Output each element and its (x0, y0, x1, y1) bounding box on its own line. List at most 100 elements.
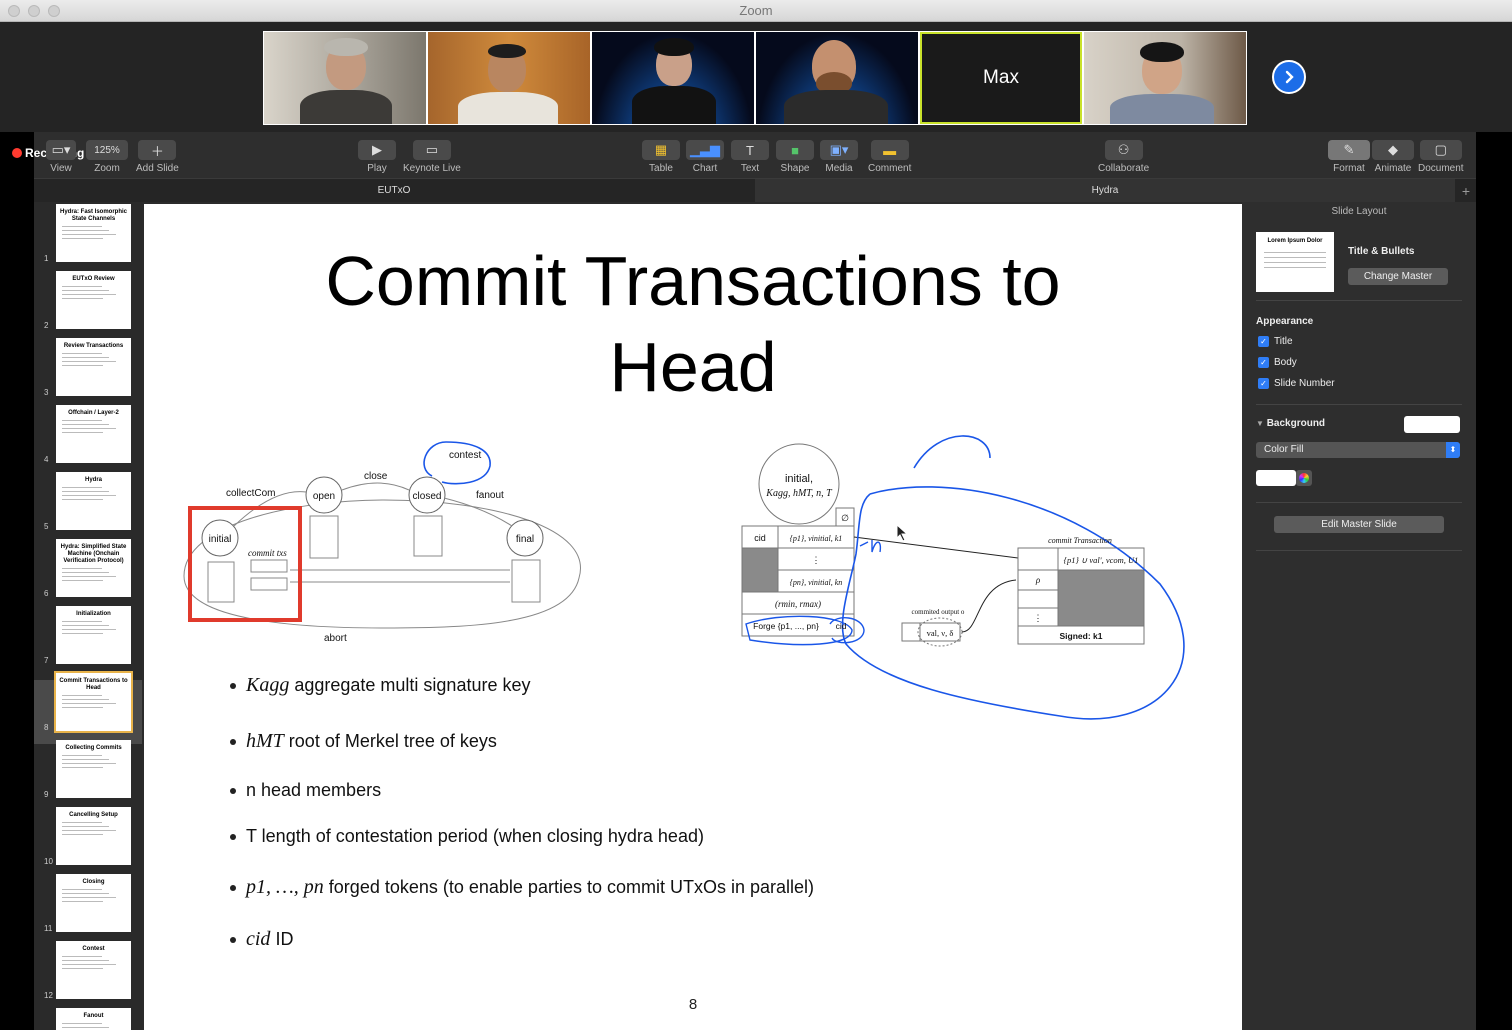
slide-thumbnail[interactable]: Initialization (56, 606, 131, 664)
slide-title-line-1: Commit Transactions to (325, 242, 1061, 320)
zoom-value: 125% (86, 140, 128, 160)
participant-video-1[interactable] (264, 32, 426, 124)
title-checkbox[interactable]: ✓Title (1258, 336, 1293, 347)
background-color-well[interactable] (1404, 416, 1460, 433)
slide-thumbnail[interactable]: Contest (56, 941, 131, 999)
slide-canvas[interactable]: Commit Transactions to Head (144, 204, 1242, 1030)
slide-thumbnail[interactable]: Cancelling Setup (56, 807, 131, 865)
slide-thumb-title: Hydra: Simplified State Machine (Onchain… (60, 544, 127, 564)
zoom-window-button[interactable] (48, 5, 60, 17)
zoom-label: Zoom (94, 163, 120, 174)
bullet-t: T length of contestation period (when cl… (230, 826, 704, 847)
media-icon: ▣▾ (820, 140, 858, 160)
slide-thumbnail[interactable]: Review Transactions (56, 338, 131, 396)
bullet-text: aggregate multi signature key (289, 675, 531, 695)
committed-output-value: val, ν, δ (927, 628, 954, 638)
body-checkbox[interactable]: ✓Body (1258, 357, 1297, 368)
comment-button[interactable]: ▬Comment (868, 140, 911, 174)
fill-color-well[interactable] (1256, 470, 1296, 486)
minimize-window-button[interactable] (28, 5, 40, 17)
slide-thumb-number: 7 (44, 656, 49, 665)
slide-thumb-title: Cancelling Setup (69, 812, 118, 818)
add-slide-button[interactable]: ＋ Add Slide (136, 140, 179, 174)
table-button[interactable]: ▦Table (642, 140, 680, 174)
layout-thumbnail[interactable]: Lorem Ipsum Dolor (1256, 232, 1334, 292)
next-page-button[interactable] (1272, 60, 1306, 94)
slide-thumb-title: Contest (82, 946, 105, 952)
change-master-button[interactable]: Change Master (1348, 268, 1448, 285)
node-open: open (313, 491, 335, 502)
tab-hydra[interactable]: Hydra (755, 179, 1455, 202)
slide-thumbnail[interactable]: Hydra: Fast Isomorphic State Channels (56, 204, 131, 262)
row-n-cell: {pn}, νinitial, kn (790, 578, 843, 587)
fill-type-select[interactable]: Color Fill⬍ (1256, 442, 1460, 458)
appearance-heading: Appearance (1256, 316, 1314, 327)
view-button[interactable]: ▭▾View (46, 140, 76, 174)
chart-label: Chart (692, 163, 718, 174)
tab-eutxo[interactable]: EUTxO (377, 185, 411, 196)
format-button[interactable]: ✎Format (1328, 140, 1370, 174)
slide-thumbnail[interactable]: Fanout (56, 1008, 131, 1030)
participant-video-6[interactable] (1084, 32, 1246, 124)
participant-video-3[interactable] (592, 32, 754, 124)
slide-thumbnail[interactable]: Closing (56, 874, 131, 932)
slide-thumb-title: Offchain / Layer-2 (68, 410, 119, 416)
slide-thumbnail[interactable]: EUTxO Review (56, 271, 131, 329)
edge-abort: abort (324, 633, 347, 644)
slide-thumbnail[interactable]: Commit Transactions to Head (54, 671, 133, 733)
video-gallery: Max (0, 22, 1512, 132)
chevron-right-icon (1285, 70, 1294, 84)
divider (1256, 502, 1462, 503)
slide-number-checkbox[interactable]: ✓Slide Number (1258, 378, 1335, 389)
slide-thumbnail[interactable]: Collecting Commits (56, 740, 131, 798)
participant-name: Max (983, 67, 1019, 88)
slide-thumbnail[interactable]: Hydra (56, 472, 131, 530)
document-button[interactable]: ▢Document (1418, 140, 1464, 174)
text-icon: T (731, 140, 769, 160)
add-slide-label: Add Slide (136, 163, 179, 174)
slide-thumb-title: Review Transactions (63, 343, 124, 349)
chart-button[interactable]: ▁▃▆Chart (686, 140, 724, 174)
bullet-math: hMT (246, 730, 284, 752)
inspector-header: Slide Layout (1331, 206, 1387, 217)
background-heading[interactable]: ▼ Background (1256, 418, 1325, 429)
commit-tx-label: commit Transaction (1048, 536, 1112, 545)
bullet-text: forged tokens (to enable parties to comm… (323, 877, 815, 897)
color-wheel-button[interactable] (1296, 470, 1312, 486)
edit-master-slide-button[interactable]: Edit Master Slide (1274, 516, 1444, 533)
play-button[interactable]: ▶Play (358, 140, 396, 174)
plus-icon: ＋ (138, 140, 177, 160)
slide-title[interactable]: Commit Transactions to Head (144, 238, 1242, 410)
slide-thumbnail[interactable]: Offchain / Layer-2 (56, 405, 131, 463)
edge-fanout: fanout (476, 490, 504, 501)
shape-icon: ■ (776, 140, 814, 160)
keynote-live-button[interactable]: ▭Keynote Live (403, 140, 461, 174)
collaborate-button[interactable]: ⚇Collaborate (1098, 140, 1149, 174)
new-tab-plus-icon[interactable]: + (1461, 182, 1471, 199)
divider (1256, 300, 1462, 301)
initial-state-label: initial, (785, 473, 813, 485)
cid-forge-cell: cid (836, 621, 847, 631)
animate-icon: ◆ (1372, 140, 1414, 160)
animate-button[interactable]: ◆Animate (1372, 140, 1414, 174)
chevron-updown-icon: ⬍ (1446, 442, 1460, 458)
participant-tile-max[interactable]: Max (920, 32, 1082, 124)
close-window-button[interactable] (8, 5, 20, 17)
participant-video-4[interactable] (756, 32, 918, 124)
zoom-select[interactable]: 125% Zoom (86, 140, 128, 174)
record-dot-icon (12, 148, 22, 158)
row-dots-cell: ⋮ (812, 555, 821, 565)
bullet-math: p1, …, pn (246, 876, 324, 898)
media-button[interactable]: ▣▾Media (820, 140, 858, 174)
divider (1256, 404, 1462, 405)
text-button[interactable]: T Text (731, 140, 769, 174)
layout-name: Title & Bullets (1348, 246, 1415, 257)
shape-button[interactable]: ■Shape (776, 140, 814, 174)
text-label: Text (740, 163, 760, 174)
slide-thumb-number: 10 (44, 857, 53, 866)
slide-thumb-title: EUTxO Review (72, 276, 115, 282)
participant-video-2[interactable] (428, 32, 590, 124)
slide-thumbnail[interactable]: Hydra: Simplified State Machine (Onchain… (56, 539, 131, 597)
play-icon: ▶ (358, 140, 396, 160)
slide-thumb-number: 11 (44, 924, 53, 933)
